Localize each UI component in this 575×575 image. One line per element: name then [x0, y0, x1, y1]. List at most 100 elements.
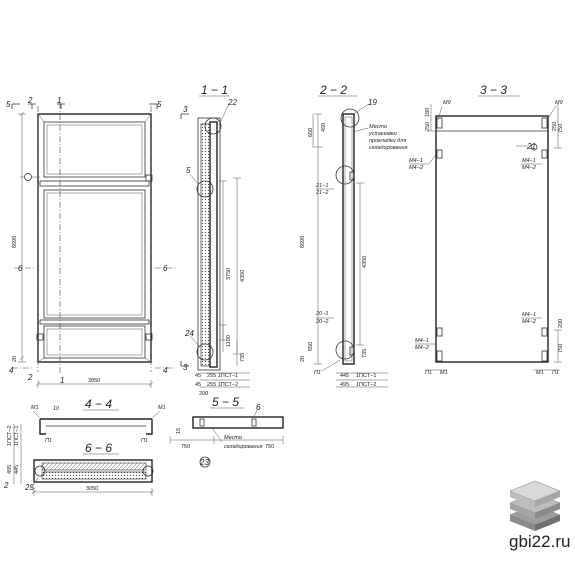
dim: 200: [199, 391, 208, 397]
note-line: складирования: [224, 444, 263, 450]
dim: 495: [7, 465, 13, 474]
section-body: [342, 113, 355, 365]
main-view: 5 2 1 5 6 6 4 2 1 4 6690 20 3050: [6, 96, 175, 388]
cut-label: 5: [6, 100, 11, 109]
mark-label: 10: [53, 406, 60, 412]
dim: 255 1ПСТ−2: [207, 382, 238, 388]
dim: 445: [14, 465, 20, 474]
dim: 15: [176, 428, 182, 434]
dim: 4350: [362, 256, 368, 268]
mark-label: П1: [141, 438, 148, 444]
section-1-1: 1 − 1 22 3 5 24 3 3750 4350 1100 735 45 …: [180, 83, 250, 397]
section-4-4: 4 − 4 М1 10 М1 П1 П1: [31, 397, 166, 444]
dim: 45: [195, 373, 201, 379]
section-5-5: 5 − 5 6 750 750 15 Место складирования 2…: [169, 395, 284, 468]
detail-circle: [340, 108, 360, 128]
bottom-dim: 20: [12, 356, 18, 362]
note-line: Место: [369, 124, 387, 130]
dim: 1ПСТ−1: [14, 426, 20, 446]
section-6-6: 6 − 6 495 445 1ПСТ−2 1ПСТ−1 2 25 3050: [3, 424, 155, 496]
dim: 735: [240, 353, 246, 362]
mark-label: П1: [552, 370, 559, 376]
cut-label: 6: [18, 264, 23, 273]
dim: 1ПСТ−2: [7, 426, 13, 446]
label-24: 24: [184, 329, 194, 338]
dim: 200: [558, 319, 564, 328]
detail-circle: [196, 180, 214, 198]
watermark-text: gbi22.ru: [509, 532, 571, 551]
mark-label: М1: [440, 370, 448, 376]
mark-label: П1: [45, 438, 52, 444]
dim: 750: [265, 444, 274, 450]
stack-icon: [509, 480, 561, 531]
label-21: 21: [526, 142, 536, 151]
dim: 250: [552, 122, 558, 131]
cut-label: 2: [27, 373, 33, 382]
mark-label: М4−2: [522, 319, 536, 325]
section-insulation: [200, 123, 211, 367]
mark-label: М4−1: [415, 338, 429, 344]
section-3-3: 3 − 3 21 М9 М9 180 250 750 250 М4−1 М4−2…: [409, 83, 564, 376]
dim: 750: [181, 444, 190, 450]
mark-label: М9: [555, 100, 563, 106]
dim: 650: [308, 342, 314, 351]
section-title: 4 − 4: [85, 397, 112, 411]
upper-opening: [43, 121, 146, 178]
section-body: [33, 459, 153, 483]
dim: 650: [308, 128, 314, 137]
height-dim: 6690: [12, 236, 18, 248]
note-line: установки: [368, 131, 397, 137]
mark-label: М4−1: [522, 312, 536, 318]
detail-circle: [204, 117, 222, 135]
panel-outline: [37, 113, 152, 363]
label-19: 19: [368, 98, 377, 107]
label-6: 6: [256, 403, 261, 412]
dim: 3050: [86, 486, 98, 492]
cut-label: 4: [163, 366, 168, 375]
section-insulation: [41, 462, 147, 471]
section-body: [192, 416, 284, 429]
dim: 6690: [300, 236, 306, 248]
label-5: 5: [186, 166, 191, 175]
lower-opening: [43, 325, 146, 359]
label-25: 25: [24, 483, 34, 492]
mark-label: 21−2: [315, 190, 328, 196]
middle-opening: [43, 189, 146, 319]
mark-label: М1: [158, 405, 166, 411]
lifting-loop-left: [24, 173, 32, 181]
cut-label: 4: [9, 366, 14, 375]
section-title: 1 − 1: [201, 83, 228, 97]
dim: 1ПСТ−1: [356, 373, 376, 379]
label-22: 22: [227, 98, 237, 107]
mark-label: М1: [31, 405, 39, 411]
section-title: 5 − 5: [212, 395, 239, 409]
dim: 180: [425, 108, 431, 117]
mark-label: М4−2: [409, 165, 423, 171]
label-3: 3: [183, 105, 188, 114]
mark-label: М9: [443, 100, 451, 106]
cut-label: 2: [27, 96, 33, 105]
section-title: 2 − 2: [319, 83, 347, 97]
watermark-logo: [509, 480, 561, 531]
dim: 1100: [226, 335, 232, 347]
mark-label: 20−2: [315, 319, 328, 325]
mark-label: 20−1: [315, 311, 328, 317]
dim: 450: [321, 123, 327, 132]
dim: 445: [340, 373, 349, 379]
note-line: складирования: [369, 145, 408, 151]
mark-label: М4−1: [409, 158, 423, 164]
mark-label: П1: [314, 370, 321, 376]
note-line: прокладки для: [369, 138, 406, 144]
cut-label: 5: [157, 100, 162, 109]
separator-bar: [39, 180, 150, 187]
width-dim: 3050: [88, 378, 100, 384]
dim: 735: [362, 349, 368, 358]
mark-label: 21−1: [315, 183, 328, 189]
section-body: [435, 115, 549, 363]
mark-label: М4−2: [522, 165, 536, 171]
cut-label: 1: [60, 376, 64, 385]
dim: 750: [558, 344, 564, 353]
dim: 20: [300, 356, 306, 362]
dim: 3750: [226, 268, 232, 280]
